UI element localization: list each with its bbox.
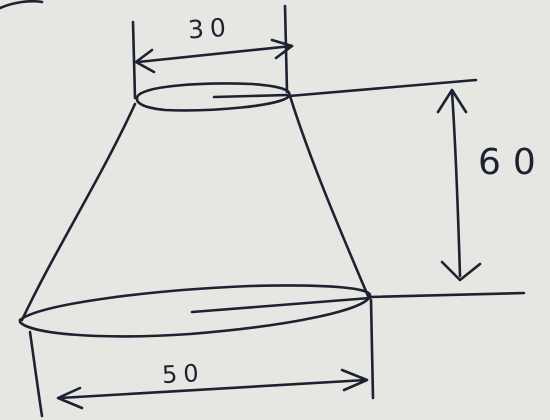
left-slant-side (20, 102, 137, 322)
bottom-arrowhead-left (56, 386, 84, 410)
bottom-arrowhead-right (340, 368, 369, 392)
top-diameter-arrow (136, 44, 294, 64)
corner-scribble (0, 0, 44, 10)
height-reference-top (287, 78, 478, 98)
bottom-diameter-arrow (58, 378, 368, 400)
right-slant-side (288, 94, 370, 298)
bottom-extension-left (28, 330, 44, 418)
bottom-diameter-label: 50 (161, 358, 206, 390)
top-arrowhead-right (270, 38, 294, 60)
height-arrowhead-top (436, 88, 468, 114)
bottom-radius-line (190, 296, 372, 314)
top-extension-left (131, 20, 137, 100)
bottom-extension-right (369, 298, 375, 400)
height-arrowhead-bottom (440, 260, 482, 282)
top-diameter-label: 30 (187, 12, 233, 45)
height-arrow (450, 90, 462, 278)
height-reference-bottom (368, 291, 526, 299)
top-arrowhead-left (134, 48, 156, 74)
bottom-ellipse (18, 284, 372, 338)
top-radius-line (212, 93, 289, 99)
height-label: 60 (478, 142, 548, 183)
